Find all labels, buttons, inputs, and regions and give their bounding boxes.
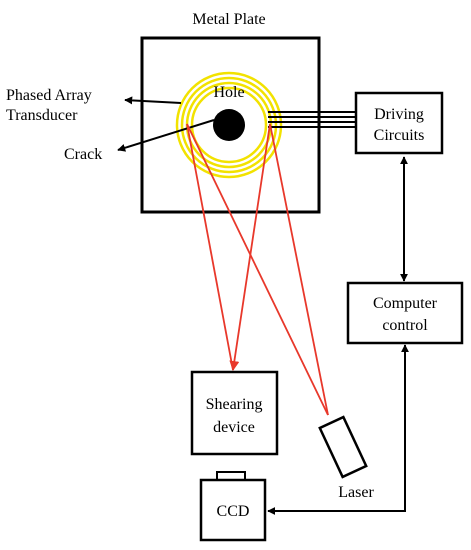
computer-control-label-line1: Computer [373,295,438,312]
computer-control-box [346,281,464,345]
shearing-device-label-line1: Shearing [206,396,263,413]
driving-circuits-label-line1: Driving [374,106,424,123]
crack-label: Crack [64,146,102,163]
laser-label: Laser [338,484,374,501]
computer-control-label-line2: control [382,317,428,334]
phased-array-label-line1: Phased Array [6,87,92,104]
metal-plate-label: Metal Plate [192,11,265,28]
shearing-device-label-line2: device [213,419,255,436]
driving-circuits-box [354,91,444,155]
shearing-device-box [190,370,279,456]
hole [213,109,245,141]
crack-pointer-line [117,119,215,152]
ccd-camera-box [199,478,267,542]
ccd-label: CCD [217,503,250,520]
laser-device [318,415,368,479]
hole-label: Hole [213,84,244,101]
driving-circuits-label-line2: Circuits [374,127,425,144]
phased-array-label-line2: Transducer [6,107,78,124]
computer-ccd-link [267,344,409,515]
driving-wires [268,111,356,128]
phased-array-pointer-arrow [124,96,182,105]
